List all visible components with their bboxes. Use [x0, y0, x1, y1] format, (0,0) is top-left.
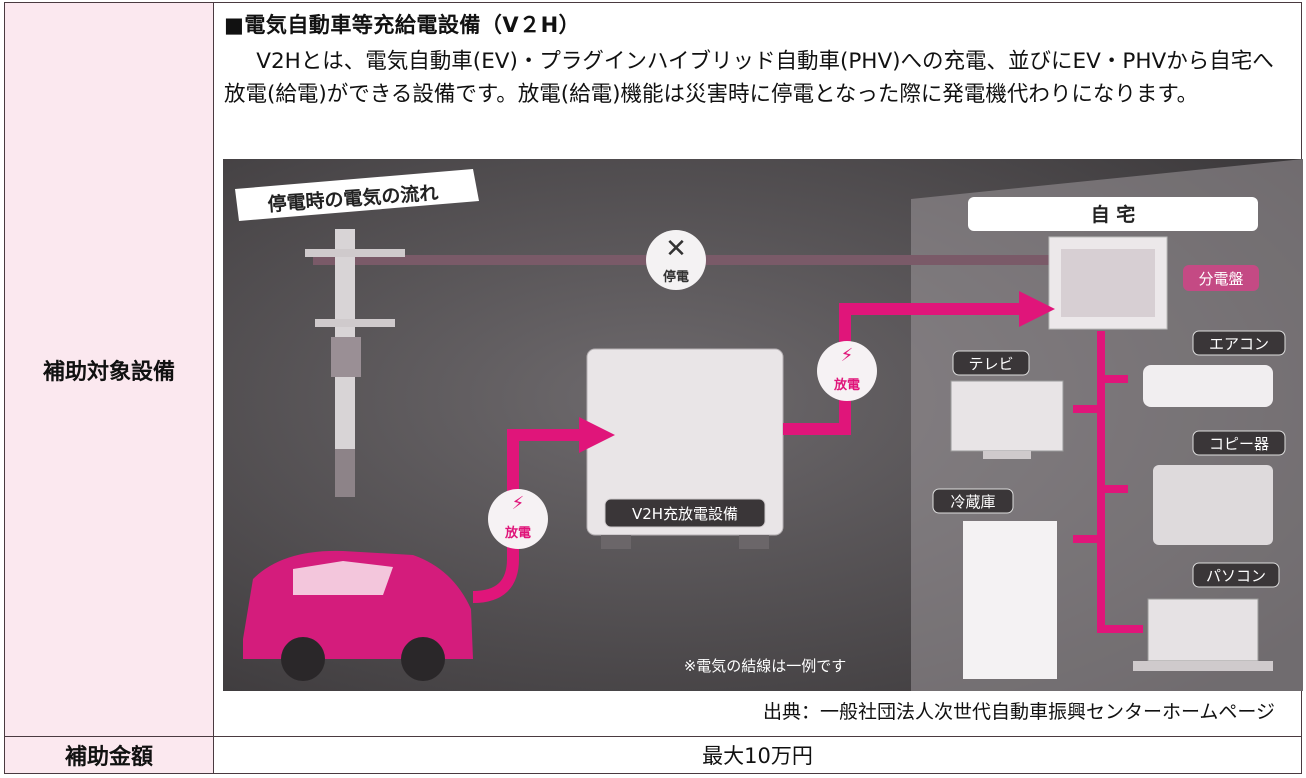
v2h-illustration: ✕ 停電 停電時の電気の流れ 自 宅: [223, 159, 1303, 691]
tv-label-box: [952, 350, 1030, 376]
car-icon: [243, 550, 473, 681]
fridge-icon: [963, 521, 1057, 679]
description-text: V2Hとは、電気自動車(EV)・プラグインハイブリッド自動車(PHV)への充電、…: [224, 49, 1274, 107]
laptop-icon: [1133, 598, 1273, 671]
copier-icon: [1153, 465, 1273, 545]
source-citation: 出典：一般社団法人次世代自動車振興センターホームページ: [762, 701, 1275, 723]
discharge-marker-2: ⚡ 放電: [817, 341, 877, 401]
svg-text:放電: 放電: [833, 377, 860, 393]
fridge-label: 冷蔵庫: [950, 493, 995, 511]
home-label-box: [968, 197, 1258, 231]
outage-marker: ✕ 停電: [646, 230, 706, 290]
label-amount: 補助金額: [4, 736, 214, 774]
copier-label-box: [1192, 430, 1286, 456]
wiring-note: ※電気の結線は一例です: [684, 657, 847, 675]
home-label: 自 宅: [1091, 203, 1136, 226]
lightning-icon: ⚡: [841, 345, 854, 366]
section-heading: ■電気自動車等充給電設備（V２H）: [224, 13, 581, 37]
equipment-cell: ■電気自動車等充給電設備（V２H） V2Hとは、電気自動車(EV)・プラグインハ…: [213, 2, 1303, 737]
panel-label-box: [1183, 265, 1259, 291]
tv-label: テレビ: [968, 355, 1013, 373]
subsidy-table: 補助対象設備 ■電気自動車等充給電設備（V２H） V2Hとは、電気自動車(EV)…: [4, 2, 1303, 774]
home-wiring: [1073, 331, 1143, 633]
lightning-icon: ⚡: [512, 493, 525, 514]
x-icon: ✕: [665, 234, 687, 264]
outage-label: 停電: [663, 269, 689, 285]
amount-value: 最大10万円: [213, 736, 1302, 774]
discharge-marker-1: ⚡ 放電: [488, 489, 548, 549]
distribution-panel-icon: [1048, 236, 1168, 330]
aircon-label-box: [1192, 330, 1286, 356]
pc-label-box: [1192, 562, 1280, 588]
v2h-label-box: [604, 498, 766, 528]
tv-icon: [950, 380, 1064, 459]
pc-label: パソコン: [1206, 567, 1266, 585]
svg-text:放電: 放電: [504, 525, 531, 541]
panel-label: 分電盤: [1198, 270, 1243, 288]
aircon-label: エアコン: [1209, 335, 1269, 353]
flow-car-to-v2h: [472, 429, 583, 603]
label-equipment: 補助対象設備: [4, 2, 214, 737]
copier-label: コピー器: [1209, 435, 1269, 453]
v2h-device-icon: [586, 348, 784, 549]
utility-pole-icon: [305, 229, 405, 497]
v2h-label: V2H充放電設備: [632, 505, 738, 523]
fridge-label-box: [932, 488, 1014, 514]
aircon-icon: [1143, 365, 1273, 407]
